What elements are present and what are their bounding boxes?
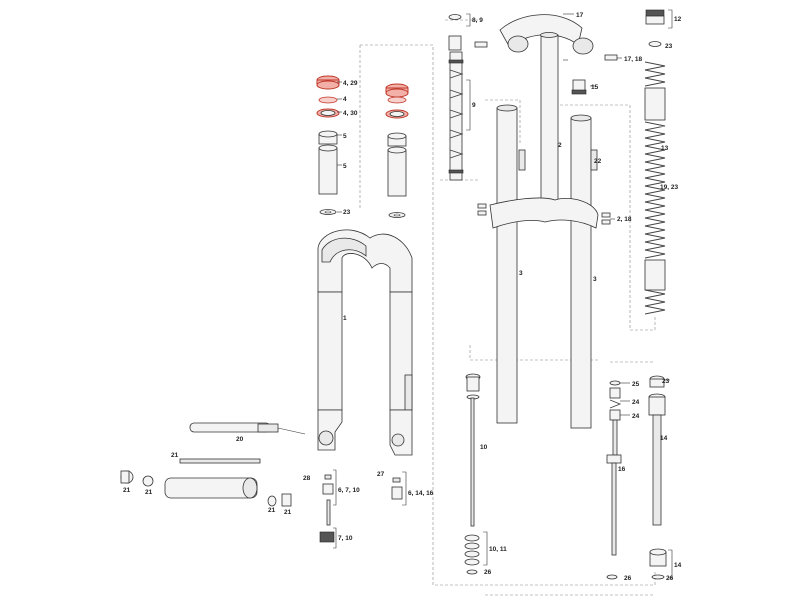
assembly-guide-lines (359, 19, 656, 596)
callout-5b: 5 (343, 163, 347, 170)
damper-rod-10-11 (464, 373, 488, 575)
callout-14b: 14 (674, 562, 682, 569)
callout-26b: 26 (624, 575, 632, 582)
callout-14a: 14 (660, 435, 668, 442)
axle-20 (189, 422, 306, 435)
coil-spring-assembly (644, 9, 673, 315)
callout-26c: 26 (666, 575, 674, 582)
callout-21c: 21 (145, 489, 153, 496)
callout-16: 16 (618, 466, 626, 473)
callout-4-29: 4, 29 (343, 80, 358, 87)
seal-kit-left (316, 75, 340, 215)
callout-20: 20 (236, 436, 244, 443)
axle-21-rod (120, 458, 292, 507)
air-spring-cartridge (448, 13, 471, 181)
callout-23c: 23 (662, 378, 670, 385)
callout-19-23: 19, 23 (660, 184, 678, 191)
callout-labels: 4, 29 4 4, 30 5 5 23 1 20 21 21 21 21 21… (123, 12, 682, 582)
callout-26a: 26 (484, 569, 492, 576)
callout-12: 12 (674, 16, 682, 23)
callout-21b: 21 (123, 487, 131, 494)
callout-21d: 21 (268, 507, 276, 514)
stanchion-crown-3 (477, 104, 611, 429)
callout-10-11: 10, 11 (489, 546, 507, 553)
callout-1: 1 (343, 315, 347, 322)
callout-3a: 3 (519, 270, 523, 277)
callout-24b: 24 (632, 413, 640, 420)
callout-9: 9 (472, 102, 476, 109)
steerer-tube-2 (540, 32, 559, 201)
callout-2: 2 (558, 142, 562, 149)
callout-28: 28 (303, 475, 311, 482)
callout-15: 15 (591, 84, 599, 91)
callout-25: 25 (632, 381, 640, 388)
callout-6-14-16: 6, 14, 16 (408, 490, 434, 497)
callout-17-18: 17, 18 (624, 56, 642, 63)
hardware-6-14-16 (391, 471, 407, 506)
crown-17 (474, 13, 618, 61)
rebound-14 (648, 375, 673, 580)
callout-23b: 23 (665, 43, 673, 50)
callout-27: 27 (377, 471, 385, 478)
seal-kit-right (385, 83, 409, 218)
callout-3b: 3 (593, 276, 597, 283)
callout-17: 17 (576, 12, 584, 19)
callout-6-7-10: 6, 7, 10 (338, 487, 360, 494)
callout-2-18: 2, 18 (617, 216, 632, 223)
callout-21e: 21 (284, 509, 292, 516)
callout-24a: 24 (632, 399, 640, 406)
callout-7-10: 7, 10 (338, 535, 353, 542)
callout-4: 4 (343, 96, 347, 103)
top-cap-15 (571, 79, 587, 95)
damper-16 (606, 380, 622, 580)
callout-8-9: 8, 9 (472, 17, 483, 24)
damper-hardware-6-7-10 (319, 469, 337, 549)
callout-21a: 21 (171, 452, 179, 459)
callout-10: 10 (480, 444, 488, 451)
callout-23a: 23 (343, 209, 351, 216)
callout-4-30: 4, 30 (343, 110, 358, 117)
callout-22: 22 (594, 158, 602, 165)
callout-5a: 5 (343, 133, 347, 140)
callout-13: 13 (661, 145, 669, 152)
callout-leaders (337, 57, 670, 416)
lower-legs (317, 229, 413, 456)
